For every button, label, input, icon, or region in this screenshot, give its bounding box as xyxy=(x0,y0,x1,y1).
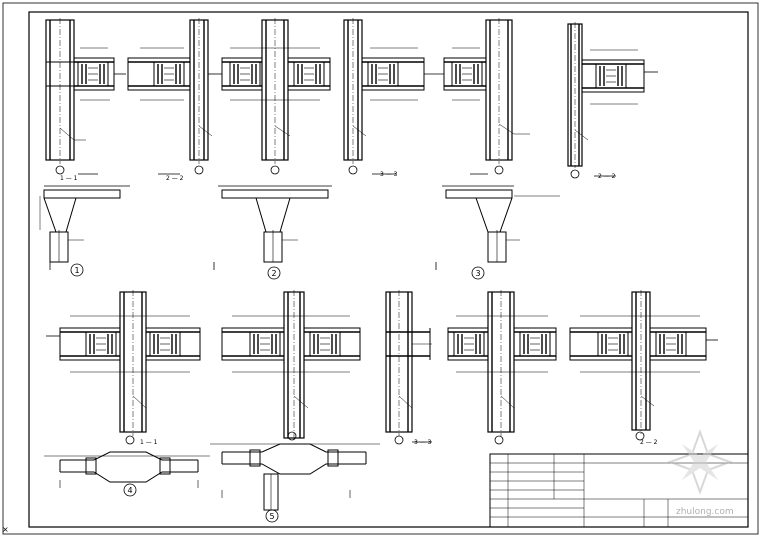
bracket-detail-3: 3 xyxy=(435,185,560,280)
detail-number-2: 2 xyxy=(271,269,276,278)
splice-detail-4: 4 xyxy=(44,451,210,497)
joint-detail-6 xyxy=(567,22,658,179)
joint-detail-2 xyxy=(127,18,222,175)
watermark-text: zhulong.com xyxy=(676,507,734,517)
joint-detail-7 xyxy=(46,290,201,445)
section-mark-2: 2 — 2 xyxy=(166,175,184,182)
detail-number-5: 5 xyxy=(269,512,274,521)
detail-number-3: 3 xyxy=(475,269,480,278)
watermark-logo xyxy=(667,429,733,495)
section-mark-6: 3 — 3 xyxy=(414,439,432,446)
joint-detail-11 xyxy=(569,290,718,441)
joint-detail-5 xyxy=(443,18,530,175)
joint-detail-10 xyxy=(447,290,557,445)
section-mark-1: 1 — 1 xyxy=(60,175,78,182)
detail-number-4: 4 xyxy=(127,486,132,495)
splice-detail-5: 5 xyxy=(210,443,380,523)
section-mark-3: 3 — 3 xyxy=(380,171,398,178)
section-mark-4: 2 — 2 xyxy=(598,173,616,180)
title-block xyxy=(489,453,749,528)
detail-number-1: 1 xyxy=(74,266,79,275)
joint-detail-4 xyxy=(343,18,444,175)
joint-detail-3 xyxy=(221,18,331,175)
joint-detail-8 xyxy=(221,290,361,441)
corner-mark: × xyxy=(2,525,9,534)
section-mark-5: 1 — 1 xyxy=(140,439,158,446)
section-mark-7: 2 — 2 xyxy=(640,439,658,446)
bracket-detail-2: 2 xyxy=(213,185,332,280)
bracket-detail-1: 1 xyxy=(39,185,130,277)
inner-frame xyxy=(28,11,749,528)
joint-detail-9 xyxy=(385,290,432,445)
joint-detail-1 xyxy=(45,18,126,175)
